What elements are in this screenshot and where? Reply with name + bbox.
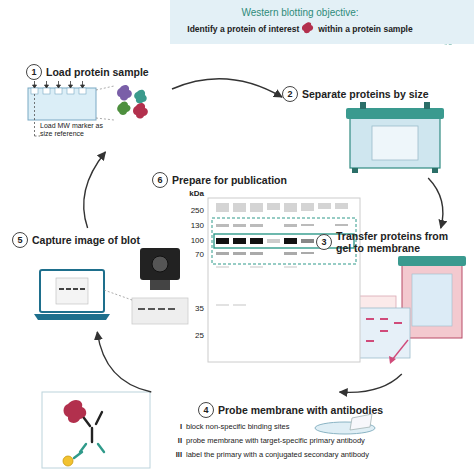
step-title: Transfer proteins from gel to membrane <box>336 230 450 254</box>
step-group: 3Transfer proteins from gel to membrane <box>316 228 472 374</box>
flow-arrow <box>97 332 151 392</box>
electrophoresis-tank <box>346 102 444 173</box>
objective-text: Identify a protein of interest <box>187 24 299 34</box>
callout-number: 3 <box>316 234 332 250</box>
callout-number: 5 <box>12 232 28 248</box>
substep-text: block non-specific binding sites <box>186 422 289 431</box>
flow-arrow <box>84 152 106 228</box>
step-heading: 3Transfer proteins from gel to membrane <box>316 230 450 254</box>
step-heading: 5 Capture image of blot <box>12 232 172 248</box>
header-band: Western blotting objective: Identify a pr… <box>170 0 474 44</box>
axis-label: kDa <box>176 189 204 199</box>
axis-label: 130 <box>176 221 204 231</box>
substep-text: probe membrane with target-specific prim… <box>186 436 365 445</box>
step-title: Load protein sample <box>46 66 149 78</box>
step-title: Capture image of blot <box>32 234 140 246</box>
axis-label: 35 <box>176 304 204 314</box>
axis-label: 25 <box>176 331 204 341</box>
objective-line: Identify a protein of interest within a p… <box>170 22 430 36</box>
step-heading: 1 Load protein sample <box>26 64 166 80</box>
callout-number: 1 <box>26 64 42 80</box>
step-group: 4 Probe membrane with antibodies <box>40 392 468 472</box>
roman-numeral: III <box>160 450 182 459</box>
step-group: 6 Prepare for publication <box>150 172 366 366</box>
substep-text: label the primary with a conjugated seco… <box>186 450 369 459</box>
axis-label: 100 <box>176 236 204 246</box>
step-group: 2 Separate proteins by size <box>282 86 454 178</box>
imaging-setup <box>34 248 188 324</box>
antibody-panel <box>42 392 375 468</box>
axis-label: 250 <box>176 206 204 216</box>
flow-arrow <box>172 79 282 97</box>
axis-label: 70 <box>176 250 204 260</box>
callout-number: 2 <box>282 86 298 102</box>
protein-icon <box>302 22 315 34</box>
step-text: Load protein sample <box>46 66 149 78</box>
step-group: 5 Capture image of blot <box>10 228 204 332</box>
blot-image <box>208 198 360 362</box>
step-group: 1 Load protein sample <box>24 62 172 152</box>
step-text: Prepare for publication <box>172 174 287 186</box>
step-heading: 2 Separate proteins by size <box>282 86 442 102</box>
step-title: Probe membrane with antibodies <box>218 404 383 416</box>
roman-numeral: II <box>160 436 182 445</box>
step-title: Prepare for publication <box>172 174 287 186</box>
callout-number: 6 <box>152 172 168 188</box>
step-heading: 4 Probe membrane with antibodies <box>198 402 428 418</box>
step-title: Separate proteins by size <box>302 88 429 100</box>
roman-numeral: I <box>160 422 182 431</box>
step-heading: 6 Prepare for publication <box>152 172 332 188</box>
step-text: Separate proteins by size <box>302 88 429 100</box>
step-text: Probe membrane with antibodies <box>218 404 383 416</box>
annotation: Load MW marker as size reference <box>40 122 106 139</box>
callout-number: 4 <box>198 402 214 418</box>
objective-text: within a protein sample <box>318 24 412 34</box>
objective-heading: Western blotting objective: <box>170 6 430 19</box>
step-text: Capture image of blot <box>32 234 140 246</box>
flow-arrow <box>340 374 402 392</box>
flow-arrow <box>428 178 443 228</box>
step-text: Transfer proteins from gel to membrane <box>336 230 450 254</box>
